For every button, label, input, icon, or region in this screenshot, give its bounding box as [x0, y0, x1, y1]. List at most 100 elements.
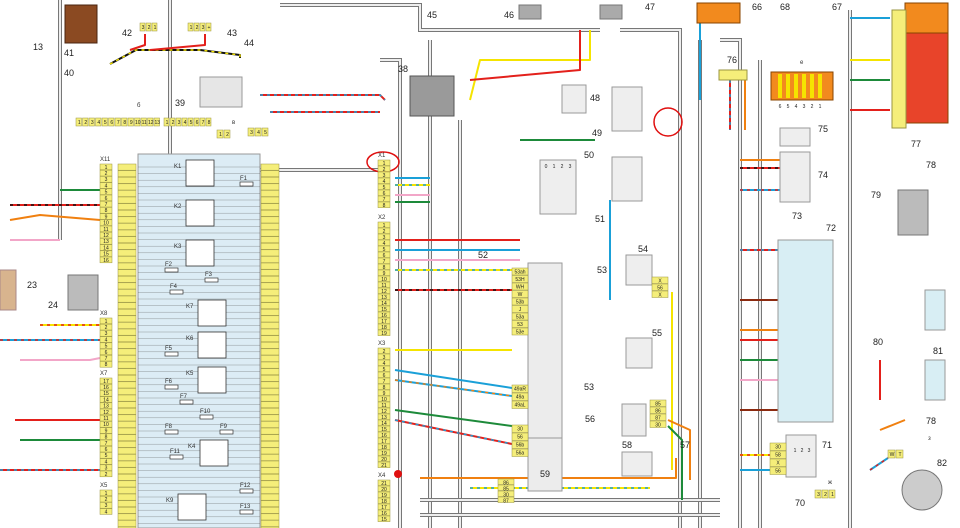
relay-box-left-pin: [117, 460, 137, 468]
switch-terminal-label: 56: [775, 469, 781, 475]
wire-black-yellow-tracer: [109, 49, 241, 65]
relay-box-right-pin: [260, 328, 280, 336]
connector-view-pin: [139, 22, 146, 32]
relay-box-right-pin: [260, 348, 280, 356]
connector-pin-number: 7: [105, 356, 108, 362]
relay-56: [621, 403, 647, 437]
fuse-label-f1: F1: [240, 176, 248, 182]
relay-k1: [185, 159, 215, 187]
connector-view-pin-number: 4: [257, 130, 260, 136]
connector-view-e-pin-number: 5: [787, 104, 790, 110]
connector-pin: [99, 213, 113, 220]
switch-terminal-label: 58: [775, 453, 781, 459]
relay-box-right-pin: [260, 275, 280, 283]
connector-pin-number: 2: [105, 497, 108, 503]
connector-view-e-pin: [778, 74, 782, 98]
connector-view-pin-number: 5: [264, 130, 267, 136]
switch-terminal: [497, 478, 515, 485]
connector-pin-number: 1: [105, 491, 108, 497]
connector-pin-number: 19: [381, 493, 387, 499]
fuse-f10: [199, 414, 214, 420]
relay-box-left-pin: [117, 513, 137, 521]
connector-pin-number: 6: [105, 196, 108, 202]
connector-pin: [377, 377, 391, 384]
switch-terminal: [511, 384, 529, 393]
switch-terminal-label: W: [518, 292, 523, 298]
component-label-70: 70: [795, 498, 805, 508]
connector-pin: [377, 485, 391, 492]
relay-box-left-pin: [117, 170, 137, 178]
component-label-68: 68: [780, 2, 790, 12]
wire: [667, 425, 683, 500]
ignition-position-label: 1: [553, 164, 556, 170]
connector-pin-number: 4: [383, 361, 386, 367]
switch-terminal: [511, 275, 529, 283]
relay-box-left-pin: [117, 328, 137, 336]
connector-view-pin-number: 11: [142, 120, 147, 126]
relay-k5: [197, 366, 227, 394]
connector-pin-number: 6: [105, 350, 108, 356]
connector-pin: [377, 299, 391, 306]
harness-bundle: [280, 3, 600, 32]
connector-pin: [99, 225, 113, 233]
relay-k4: [199, 439, 229, 467]
switch-71-position-label: 2: [801, 448, 804, 454]
connector-pin-number: 5: [383, 185, 386, 191]
switch-terminal: [769, 466, 787, 475]
switch-terminal-label: WH: [516, 285, 525, 291]
connector-pin: [377, 383, 391, 390]
connector-pin: [377, 503, 391, 510]
connector-pin: [99, 408, 113, 416]
connector-pin: [99, 390, 113, 397]
connector-view-pin-number: 2: [226, 132, 229, 138]
connector-pin: [377, 401, 391, 408]
connector-pin: [99, 377, 113, 385]
component-label-51: 51: [595, 214, 605, 224]
connector-view-pin-number: 4: [184, 120, 187, 126]
relay-box-left-pin: [117, 190, 137, 197]
switch-terminal: [511, 312, 529, 321]
relay-box-left-pin: [117, 315, 137, 323]
switch-terminal: [511, 305, 529, 313]
switch-71: [785, 434, 817, 478]
connector-pin-number: 5: [105, 344, 108, 350]
connector-view-pin: [108, 117, 115, 127]
component-label-77: 77: [911, 139, 921, 149]
connector-pin: [377, 491, 391, 498]
connector-pin: [377, 515, 391, 522]
connector-view-pin-number: 1: [219, 132, 222, 138]
connector-view-pin: [828, 489, 836, 499]
switch-terminal-label: 85: [655, 402, 661, 408]
switch-terminal-label: 53b: [516, 300, 525, 306]
lamp-66: [696, 2, 741, 24]
relay-box-right-pin: [260, 355, 280, 362]
component-label-24: 24: [48, 300, 58, 310]
connector-pin-number: 16: [103, 258, 109, 264]
switch-terminal: [511, 448, 529, 457]
switch-terminal-label: 49aL: [514, 403, 525, 409]
hazard-lamp-75: [779, 127, 811, 147]
connector-view-pin: [114, 117, 121, 127]
connector-view-e-pin-number: 6: [779, 104, 782, 110]
cylinder-lock-46: [518, 4, 542, 20]
switch-terminal: [511, 432, 529, 441]
connector-view-pin-number: 3: [142, 25, 145, 31]
relay-box-right-pin: [260, 242, 280, 250]
switch-terminal: [651, 290, 669, 298]
connector-pin-number: 10: [103, 422, 109, 428]
component-label-59: 59: [540, 469, 550, 479]
connector-view-pin: [193, 22, 200, 32]
connector-label-x7: X7: [100, 371, 108, 377]
relay-box-right-pin: [260, 487, 280, 494]
switch-terminal-label: 56: [657, 286, 663, 292]
connector-pin-number: 20: [381, 487, 387, 493]
heater-motor-41: [64, 4, 98, 44]
relay-box-right-pin: [260, 480, 280, 488]
switch-terminal: [497, 484, 515, 491]
connector-pin-number: 3: [105, 503, 108, 509]
connector-view-pin: [261, 127, 269, 137]
relay-box-right-pin: [260, 500, 280, 508]
lamp-81-upper: [924, 289, 946, 331]
wire: [667, 419, 691, 480]
connector-pin: [377, 479, 391, 486]
